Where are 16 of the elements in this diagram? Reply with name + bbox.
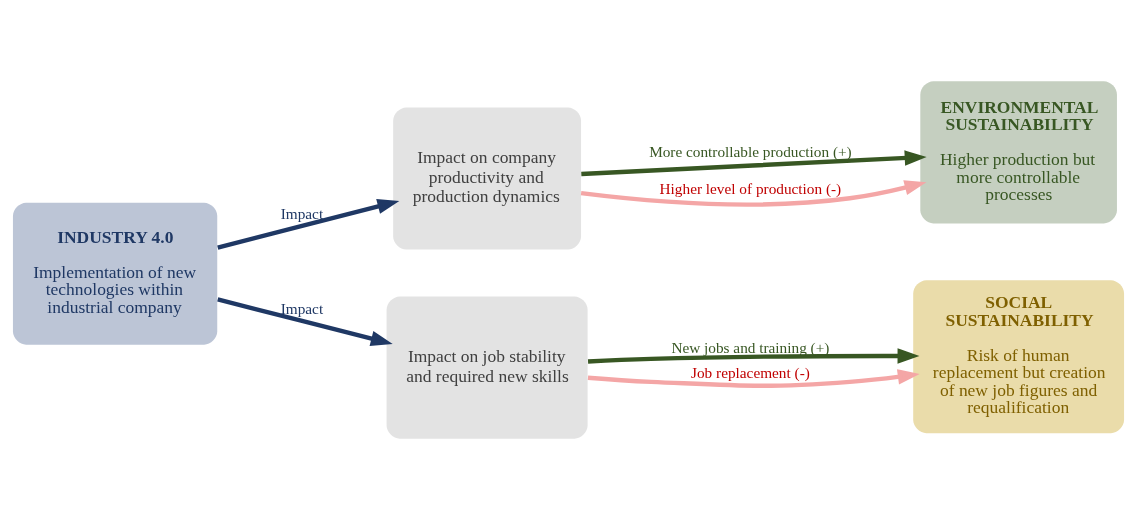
- edge-label: Higher level of production (-): [659, 179, 842, 197]
- arrow: [587, 368, 920, 388]
- edge-label: Impact: [280, 204, 324, 222]
- arrow: [581, 149, 927, 176]
- node-box: INDUSTRY 4.0 Implementation of new technologies within industrial company: [12, 202, 218, 345]
- node-box: Impact on job stability and required new skills: [386, 296, 588, 439]
- arrow: [580, 179, 927, 207]
- edge-label: Job replacement (-): [691, 363, 810, 381]
- node-box: ENVIRONMENTAL SUSTAINABILITY Higher production but more controllable processes: [920, 80, 1117, 223]
- edge-label: Impact: [280, 299, 324, 317]
- edge-label: More controllable production (+): [649, 142, 852, 160]
- arrow: [217, 296, 393, 346]
- arrow: [587, 347, 920, 364]
- node-box: Impact on company productivity and production dynamics: [393, 107, 582, 250]
- arrow: [217, 198, 400, 250]
- node-box: SOCIAL SUSTAINABILITY Risk of human replacement but creation of new job figures and requalification: [913, 279, 1125, 433]
